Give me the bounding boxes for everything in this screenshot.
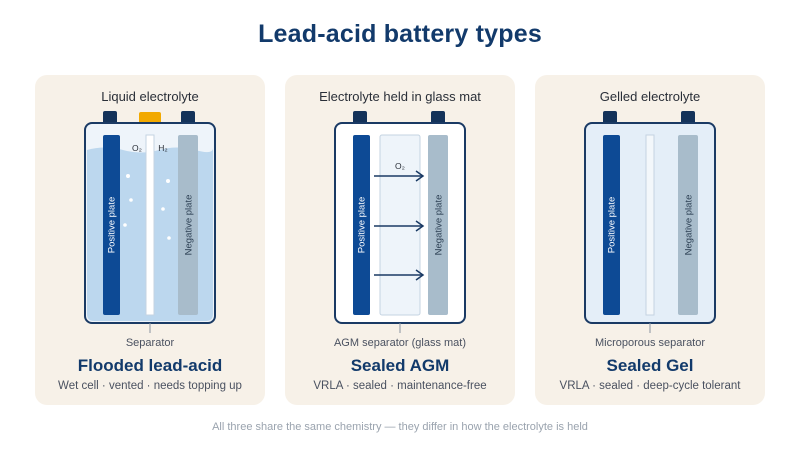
positive-plate-label: Positive plate: [357, 197, 368, 254]
battery-type-name: Sealed AGM: [350, 356, 450, 375]
gas-bubble: [161, 207, 165, 211]
battery-type-description: VRLA · sealed · maintenance-free: [313, 380, 487, 392]
oxygen-recombination-arrows: [374, 170, 425, 281]
negative-terminal: [603, 111, 617, 124]
gas-bubble: [123, 223, 127, 227]
negative-plate: [428, 135, 448, 315]
negative-terminal: [103, 111, 117, 124]
footnote: All three share the same chemistry — the…: [212, 421, 588, 433]
separator: [145, 134, 155, 316]
negative-plate: [678, 135, 698, 315]
page-title: Lead-acid battery types: [258, 20, 542, 48]
positive-terminal: [681, 111, 695, 124]
positive-terminal: [431, 111, 445, 124]
negative-plate-label: Negative plate: [184, 195, 195, 256]
arrow-head-icon: [415, 220, 425, 232]
positive-plate: [353, 135, 370, 315]
glass-mat-separator: [379, 134, 421, 316]
flooded-battery-card: Liquid electrolyte Positive plate Negati…: [35, 75, 265, 405]
gas-bubble: [129, 198, 133, 202]
arrow-head-icon: [415, 170, 425, 182]
positive-plate: [603, 135, 620, 315]
agm-cell-diagram: Positive plate Negative plate O₂: [334, 111, 466, 333]
negative-plate-label: Negative plate: [684, 195, 695, 256]
gel-cell-diagram: Positive plate Negative plate: [584, 111, 716, 333]
electrolyte-label: Liquid electrolyte: [101, 89, 199, 104]
negative-terminal: [353, 111, 367, 124]
positive-plate-label: Positive plate: [607, 197, 618, 254]
separator-label: Separator: [125, 337, 175, 349]
positive-terminal: [181, 111, 195, 124]
flooded-cell-diagram: Positive plate Negative plate O₂ H₂: [84, 111, 216, 333]
oxygen-label: O₂: [395, 161, 405, 171]
oxygen-label: O₂: [132, 143, 142, 153]
hydrogen-label: H₂: [158, 143, 167, 153]
positive-plate: [103, 135, 120, 315]
electrolyte-label: Gelled electrolyte: [599, 89, 701, 104]
separator-label: Microporous separator: [594, 337, 706, 349]
gas-bubble: [126, 174, 130, 178]
positive-plate-label: Positive plate: [107, 197, 118, 254]
vent-cap: [139, 112, 161, 124]
electrolyte-label: Electrolyte held in glass mat: [319, 89, 481, 104]
separator-label: AGM separator (glass mat): [333, 337, 467, 349]
gel-battery-card: Gelled electrolyte Positive plate Negati…: [535, 75, 765, 405]
gas-bubble: [166, 179, 170, 183]
battery-type-name: Sealed Gel: [606, 356, 694, 375]
agm-battery-card: Electrolyte held in glass mat Positive p…: [285, 75, 515, 405]
arrow-head-icon: [415, 269, 425, 281]
battery-type-name: Flooded lead-acid: [77, 356, 223, 375]
gas-bubble: [167, 236, 171, 240]
battery-type-description: VRLA · sealed · deep-cycle tolerant: [559, 380, 741, 392]
battery-type-description: Wet cell · vented · needs topping up: [58, 380, 242, 392]
microporous-separator: [645, 134, 655, 316]
negative-plate: [178, 135, 198, 315]
negative-plate-label: Negative plate: [434, 195, 445, 256]
